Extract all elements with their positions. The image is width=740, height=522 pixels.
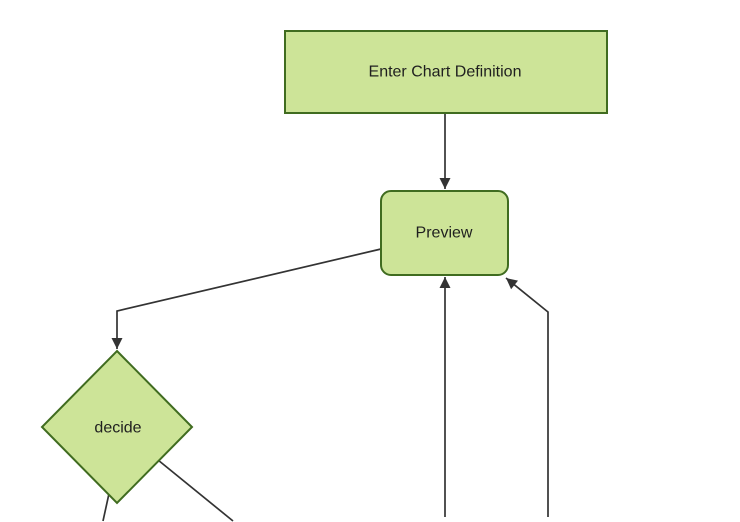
node-preview: Preview xyxy=(380,190,509,276)
decide-label: decide xyxy=(94,420,141,437)
preview-box xyxy=(380,190,509,276)
node-decide: decide xyxy=(40,349,194,505)
preview-label: Preview xyxy=(416,225,473,242)
edge-preview-to-decide xyxy=(111,248,382,349)
edge-decide-to-offscreen-bottom-right xyxy=(157,459,234,522)
edge-offscreen-bottom-right-to-preview xyxy=(505,277,549,517)
enter-chart-definition-label: Enter Chart Definition xyxy=(369,64,522,81)
decide-diamond xyxy=(40,349,194,505)
enter-chart-definition-box xyxy=(284,30,608,114)
node-enter-chart-definition: Enter Chart Definition xyxy=(284,30,608,114)
